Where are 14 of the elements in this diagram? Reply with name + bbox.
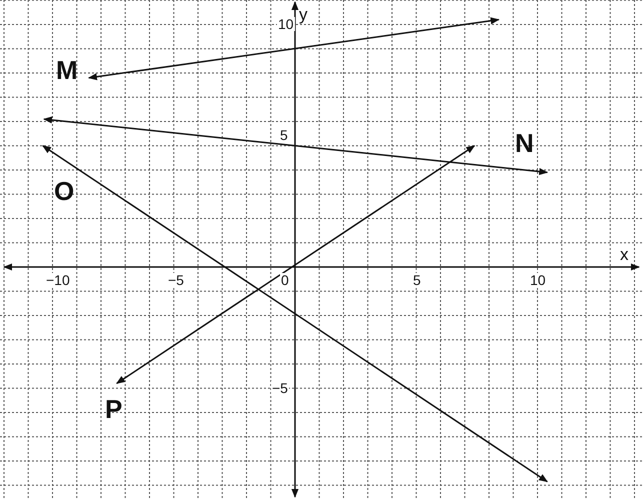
axis-label: x (620, 246, 628, 263)
tick-label: −10 (45, 273, 71, 287)
tick-label: 5 (279, 128, 289, 142)
tick-label: 5 (412, 273, 422, 287)
tick-label: 10 (277, 17, 295, 31)
line-label: M (56, 57, 78, 83)
axis-label: y (299, 6, 308, 23)
tick-label: 0 (280, 273, 290, 287)
tick-label: 10 (529, 273, 547, 287)
line-label: N (515, 130, 534, 156)
tick-label: −5 (167, 273, 185, 287)
line-label: P (105, 396, 122, 422)
line-label: O (54, 178, 74, 204)
tick-label: −5 (271, 381, 289, 395)
